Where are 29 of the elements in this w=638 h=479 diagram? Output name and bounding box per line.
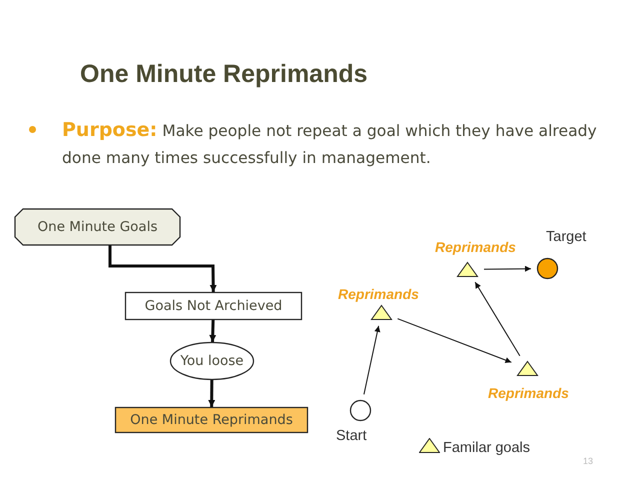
node-caption: Start	[336, 428, 367, 444]
node-caption: Target	[546, 229, 586, 245]
arrow	[208, 380, 216, 408]
node-caption: Reprimands	[488, 385, 569, 401]
purpose-text: Purpose: Make people not repeat a goal which they have already done many times successfully in management.	[62, 118, 598, 169]
arrow	[363, 325, 380, 395]
circle-marker	[537, 258, 558, 279]
arrow	[474, 282, 520, 356]
arrow	[209, 320, 216, 342]
arrow	[484, 266, 532, 272]
arrow	[108, 245, 217, 292]
node-label: You loose	[180, 353, 244, 369]
goal-triangle	[457, 262, 478, 277]
circle-marker	[350, 400, 371, 421]
process-box	[115, 407, 308, 433]
node-caption: Reprimands	[435, 239, 516, 255]
node-label: Goals Not Archieved	[144, 298, 282, 314]
legend-label: Familar goals	[443, 440, 530, 456]
result-ellipse	[170, 342, 254, 380]
goal-triangle	[517, 361, 538, 376]
slide-title: One Minute Reprimands	[80, 60, 368, 89]
page-number: 13	[583, 456, 594, 466]
node-label: One Minute Goals	[38, 219, 158, 235]
process-box	[125, 292, 302, 320]
node-label: One Minute Reprimands	[130, 412, 293, 428]
process-box	[15, 209, 180, 245]
arrow	[397, 318, 512, 363]
node-caption: Reprimands	[338, 286, 419, 302]
goal-triangle	[371, 305, 392, 320]
